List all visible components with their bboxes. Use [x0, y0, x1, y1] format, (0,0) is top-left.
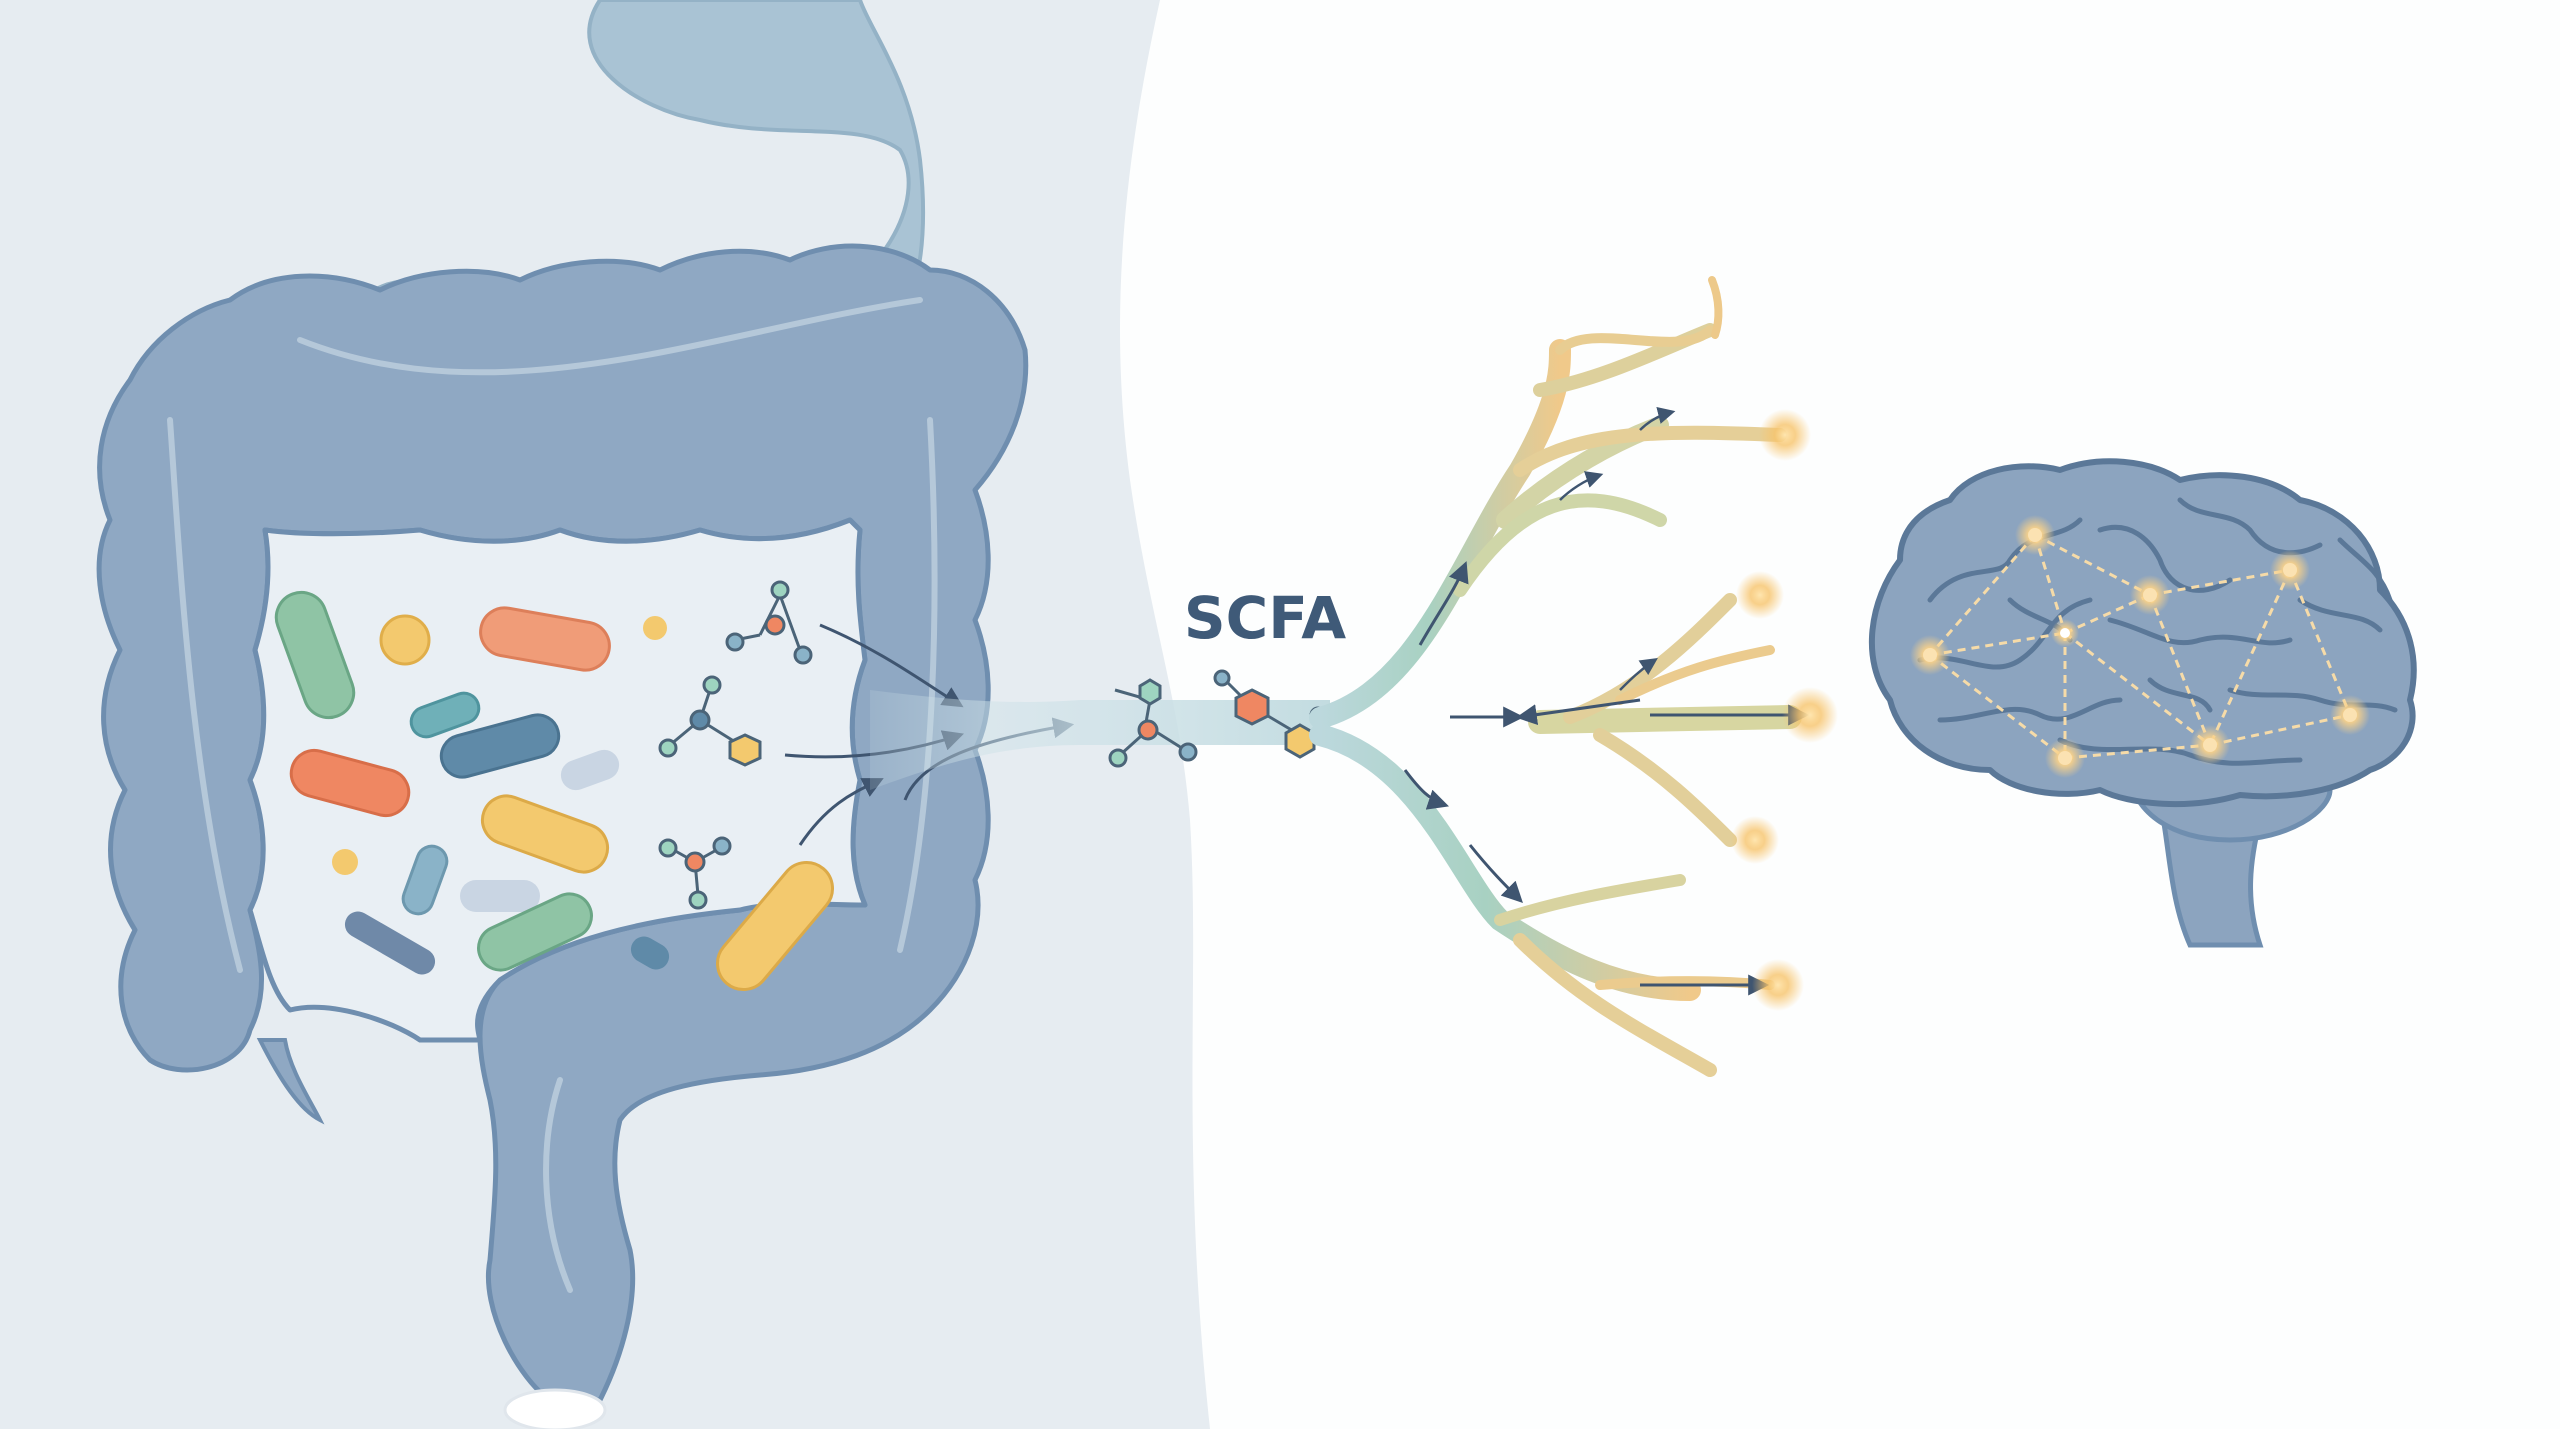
vagus-nerve: [1293, 276, 1802, 1077]
molecule-icon: [1108, 678, 1198, 768]
bacteria-icon: [477, 892, 593, 972]
bacteria-group: [274, 590, 834, 992]
bacteria-icon: [401, 844, 449, 916]
bacteria-icon: [480, 794, 610, 874]
bacteria-icon: [479, 606, 611, 672]
molecule-icon: [725, 580, 813, 665]
molecule-icon: [658, 836, 732, 910]
bacteria-icon: [332, 849, 358, 875]
molecule-icon: [1213, 669, 1327, 759]
neural-nodes: [1910, 515, 2370, 778]
bacteria-icon: [409, 691, 481, 739]
bacteria-icon: [439, 713, 561, 779]
brain-icon: [1868, 458, 2417, 948]
bacteria-icon: [289, 748, 411, 818]
bacteria-icon: [716, 860, 834, 992]
bacteria-icon: [274, 590, 356, 720]
bacteria-icon: [379, 614, 431, 666]
bacteria-icon: [460, 880, 540, 912]
bacteria-icon: [344, 911, 436, 975]
arrow-icon: [1559, 406, 1676, 691]
bacteria-icon: [643, 616, 667, 640]
bacteria-icon: [560, 749, 620, 791]
gut-nerve-bridge: [870, 690, 1330, 790]
bacteria-icon: [630, 936, 670, 970]
arrow-icon: [1403, 561, 1810, 996]
nerve-endings: [1731, 409, 1838, 1011]
molecule-icon: [658, 675, 762, 767]
scfa-label: SCFA: [1184, 584, 1346, 652]
